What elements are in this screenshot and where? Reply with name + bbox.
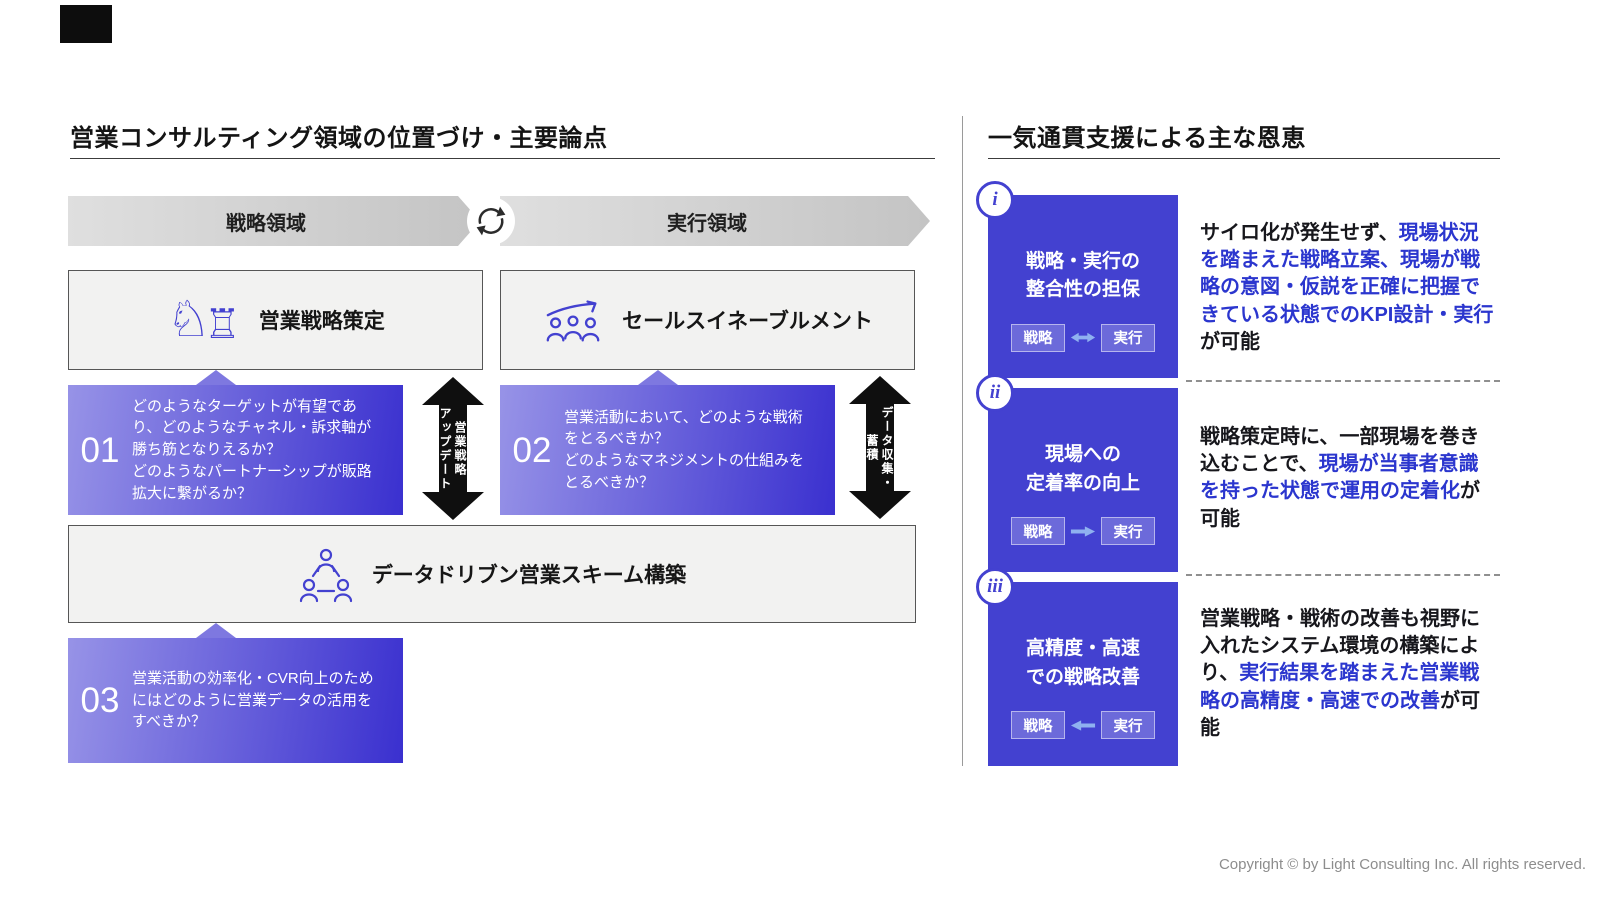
sales-enablement-box: セールスイネーブルメント bbox=[500, 270, 915, 370]
benefit-box-title: 戦略・実行の 整合性の担保 bbox=[1025, 250, 1140, 301]
chess-knight-icon: ♘ bbox=[166, 291, 212, 348]
strategy-domain-banner: 戦略領域 bbox=[68, 196, 480, 246]
execution-chip: 実行 bbox=[1101, 517, 1155, 545]
right-arrow-icon bbox=[1070, 525, 1096, 537]
question-text: 営業活動において、どのような戦術をとるべきか？ どのようなマネジメントの仕組みを… bbox=[564, 408, 805, 491]
data-driven-scheme-label: データドリブン営業スキーム構築 bbox=[371, 564, 687, 587]
sales-strategy-planning-label: 営業戦略策定 bbox=[258, 310, 385, 333]
benefit-box-title: 高精度・高速 での戦略改善 bbox=[1025, 638, 1140, 688]
pointer-triangle bbox=[196, 623, 236, 638]
benefit-box-3: 高精度・高速 での戦略改善 戦略 実行 bbox=[988, 582, 1178, 766]
numeral-badge-1: i bbox=[976, 181, 1014, 219]
left-title-underline bbox=[70, 158, 935, 159]
question-card-01: 01 どのようなターゲットが有望であり、どのようなチャネル・訴求軸が勝ち筋となり… bbox=[68, 385, 403, 515]
numeral-badge-2: ii bbox=[976, 374, 1014, 412]
execution-domain-banner: 実行領域 bbox=[500, 196, 930, 246]
data-collection-arrow-label: データ収集・ 蓄積 bbox=[865, 405, 894, 490]
strategy-update-arrow-label: 営業戦略 アップデート bbox=[438, 406, 467, 491]
network-people-icon bbox=[299, 548, 352, 603]
question-card-02: 02 営業活動において、どのような戦術をとるべきか？ どのようなマネジメントの仕… bbox=[500, 385, 835, 515]
chess-rook-icon: ♖ bbox=[204, 300, 241, 347]
cycle-refresh-icon bbox=[467, 197, 515, 245]
double-headed-arrow-icon bbox=[422, 377, 484, 520]
question-number: 02 bbox=[512, 430, 552, 470]
benefit-description-1: サイロ化が発生せず、現場状況を踏まえた戦略立案、現場が戦略の意図・仮説を正確に把… bbox=[1200, 222, 1494, 353]
double-headed-arrow-icon bbox=[849, 376, 911, 519]
bidirectional-arrow-icon bbox=[1070, 332, 1096, 343]
benefit-box-1: 戦略・実行の 整合性の担保 戦略 実行 bbox=[988, 195, 1178, 378]
sales-enablement-icon bbox=[546, 300, 600, 342]
data-driven-scheme-box: データドリブン営業スキーム構築 bbox=[68, 525, 916, 623]
pointer-triangle bbox=[196, 370, 236, 385]
strategy-execution-relation: 戦略 実行 bbox=[1011, 517, 1155, 545]
question-text: どのようなターゲットが有望であり、どのようなチャネル・訴求軸が勝ち筋となりえるか… bbox=[132, 397, 372, 502]
strategy-execution-relation: 戦略 実行 bbox=[1011, 711, 1155, 739]
question-card-03: 03 営業活動の効率化・CVR向上のためにはどのように営業データの活用をすべきか… bbox=[68, 638, 403, 763]
dashed-separator bbox=[1186, 380, 1500, 382]
pointer-triangle bbox=[638, 370, 678, 385]
strategy-chip: 戦略 bbox=[1011, 711, 1065, 739]
question-number: 03 bbox=[80, 681, 120, 720]
logo-mark bbox=[60, 5, 112, 43]
strategy-execution-relation: 戦略 実行 bbox=[1011, 323, 1155, 352]
strategy-chip: 戦略 bbox=[1011, 323, 1065, 352]
dashed-separator bbox=[1186, 574, 1500, 576]
chess-pieces-icon: ♘ ♖ bbox=[166, 291, 241, 348]
sales-enablement-label: セールスイネーブルメント bbox=[622, 310, 873, 333]
right-section-title: 一気通貫支援による主な恩恵 bbox=[988, 125, 1306, 152]
question-number: 01 bbox=[80, 430, 120, 470]
sales-strategy-planning-box: ♘ ♖ 営業戦略策定 bbox=[68, 270, 483, 370]
execution-chip: 実行 bbox=[1101, 323, 1155, 352]
section-divider bbox=[962, 116, 963, 766]
strategy-update-arrow: 営業戦略 アップデート bbox=[420, 377, 486, 520]
execution-domain-label: 実行領域 bbox=[667, 212, 747, 235]
numeral-badge-3: iii bbox=[976, 568, 1014, 606]
right-title-underline bbox=[988, 158, 1500, 159]
execution-chip: 実行 bbox=[1101, 711, 1155, 739]
left-arrow-icon bbox=[1070, 719, 1096, 731]
data-collection-arrow: データ収集・ 蓄積 bbox=[847, 376, 913, 519]
benefit-box-title: 現場への 定着率の向上 bbox=[1025, 444, 1140, 494]
question-text: 営業活動の効率化・CVR向上のためにはどのように営業データの活用をすべきか？ bbox=[132, 669, 374, 731]
benefit-description-2: 戦略策定時に、一部現場を巻き込むことで、現場が当事者意識を持った状態で運用の定着… bbox=[1200, 426, 1480, 530]
refresh-arrows-icon bbox=[476, 206, 506, 236]
strategy-domain-label: 戦略領域 bbox=[226, 212, 306, 235]
benefit-description-3: 営業戦略・戦術の改善も視野に入れたシステム環境の構築により、実行結果を踏まえた営… bbox=[1200, 608, 1480, 739]
benefit-box-2: 現場への 定着率の向上 戦略 実行 bbox=[988, 388, 1178, 572]
strategy-chip: 戦略 bbox=[1011, 517, 1065, 545]
left-section-title: 営業コンサルティング領域の位置づけ・主要論点 bbox=[70, 125, 608, 152]
copyright-text: Copyright © by Light Consulting Inc. All… bbox=[1218, 856, 1586, 873]
